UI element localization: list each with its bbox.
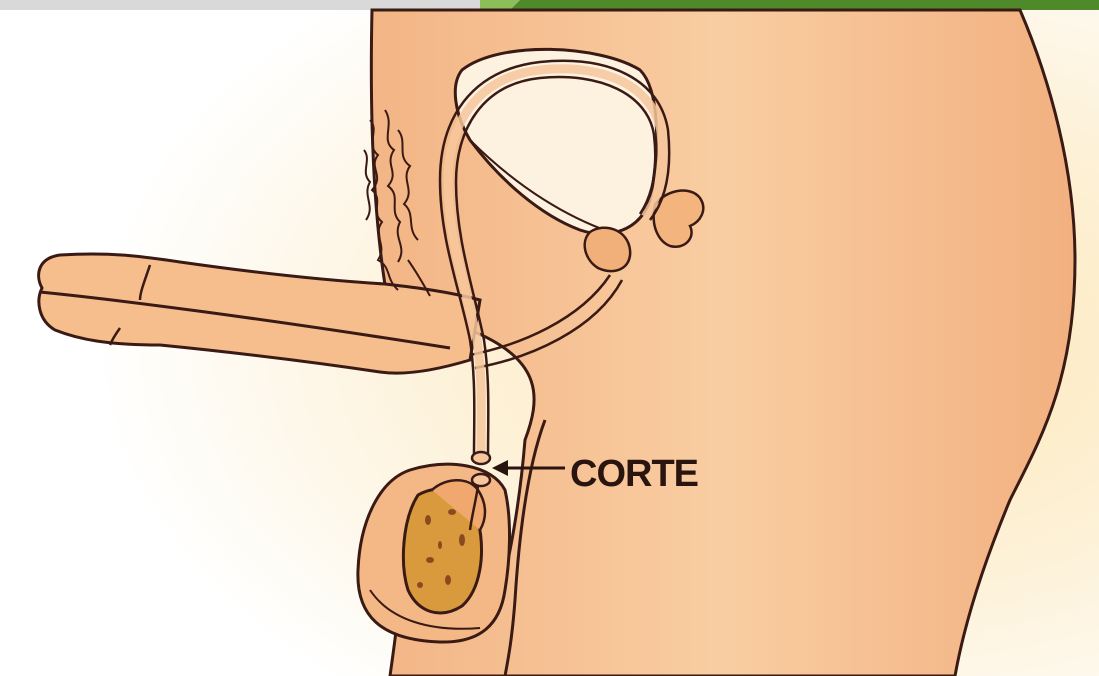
cut-label: CORTE: [570, 453, 698, 495]
left-margin: [0, 10, 8, 676]
